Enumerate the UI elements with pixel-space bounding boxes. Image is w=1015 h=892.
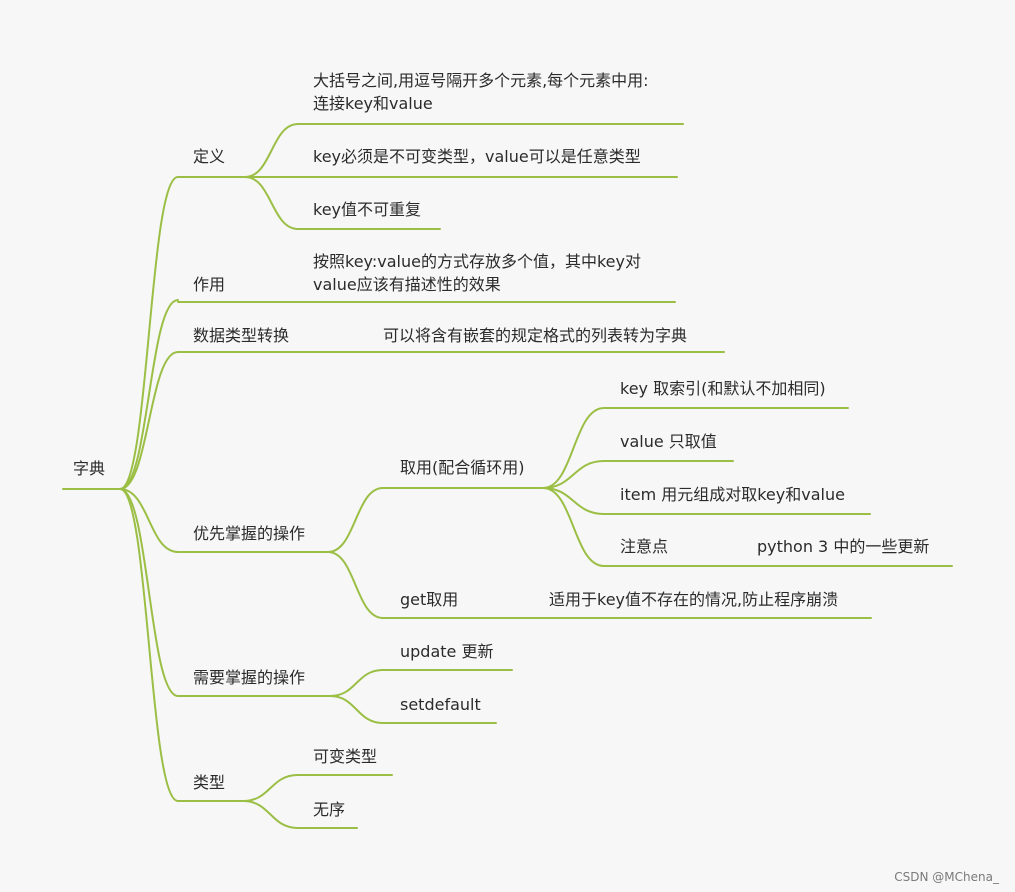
branch-required-curve xyxy=(119,488,179,697)
unordered-curve xyxy=(242,800,299,829)
setdefault-item[interactable]: setdefault xyxy=(400,695,481,714)
note-curve xyxy=(542,487,605,567)
unordered-item[interactable]: 无序 xyxy=(313,800,346,819)
branch-purpose-curve xyxy=(119,299,179,490)
access-with-loop-label[interactable]: 取用(配合循环用) xyxy=(400,458,525,477)
branch-definition-label[interactable]: 定义 xyxy=(193,147,226,166)
branch-priority-ops-label[interactable]: 优先掌握的操作 xyxy=(193,524,306,543)
python3-update-note[interactable]: python 3 中的一些更新 xyxy=(757,537,930,556)
definition-item-1-line1[interactable]: 大括号之间,用逗号隔开多个元素,每个元素中用: xyxy=(313,71,649,90)
branch-type-conversion-label[interactable]: 数据类型转换 xyxy=(193,326,290,345)
branch-category-label[interactable]: 类型 xyxy=(193,773,226,792)
definition-item-3[interactable]: key值不可重复 xyxy=(313,200,422,219)
setdefault-curve xyxy=(329,695,384,724)
definition-item-1-line2[interactable]: 连接key和value xyxy=(313,94,433,113)
purpose-item-line2[interactable]: value应该有描述性的效果 xyxy=(313,275,501,294)
purpose-item-line1[interactable]: 按照key:value的方式存放多个值，其中key对 xyxy=(313,252,641,271)
items-item[interactable]: item 用元组成对取key和value xyxy=(620,485,845,504)
definition-item-2[interactable]: key必须是不可变类型，value可以是任意类型 xyxy=(313,147,641,166)
branch-conversion-curve xyxy=(119,351,179,490)
get-access-curve xyxy=(327,551,384,619)
definition-child1-curve xyxy=(244,123,299,178)
branch-definition-curve xyxy=(119,176,179,490)
root-node-label[interactable]: 字典 xyxy=(73,459,106,478)
branch-category-curve xyxy=(119,488,179,802)
branch-purpose-label[interactable]: 作用 xyxy=(193,275,226,294)
mutable-type-item[interactable]: 可变类型 xyxy=(313,747,378,766)
get-access-label[interactable]: get取用 xyxy=(400,590,459,609)
keys-curve xyxy=(542,407,605,489)
watermark: CSDN @MChena_ xyxy=(894,870,999,884)
get-description[interactable]: 适用于key值不存在的情况,防止程序崩溃 xyxy=(549,590,839,609)
keys-item[interactable]: key 取索引(和默认不加相同) xyxy=(620,379,826,398)
values-curve xyxy=(542,460,605,489)
branch-required-ops-label[interactable]: 需要掌握的操作 xyxy=(193,668,306,687)
mutable-curve xyxy=(242,774,299,802)
conversion-item[interactable]: 可以将含有嵌套的规定格式的列表转为字典 xyxy=(383,326,688,345)
items-curve xyxy=(542,487,605,515)
update-item[interactable]: update 更新 xyxy=(400,642,494,661)
values-item[interactable]: value 只取值 xyxy=(620,432,717,451)
definition-child3-curve xyxy=(244,176,299,230)
branch-priority-curve xyxy=(119,488,179,553)
access-loop-curve xyxy=(327,487,384,553)
note-label[interactable]: 注意点 xyxy=(620,537,669,556)
update-curve xyxy=(329,669,384,697)
